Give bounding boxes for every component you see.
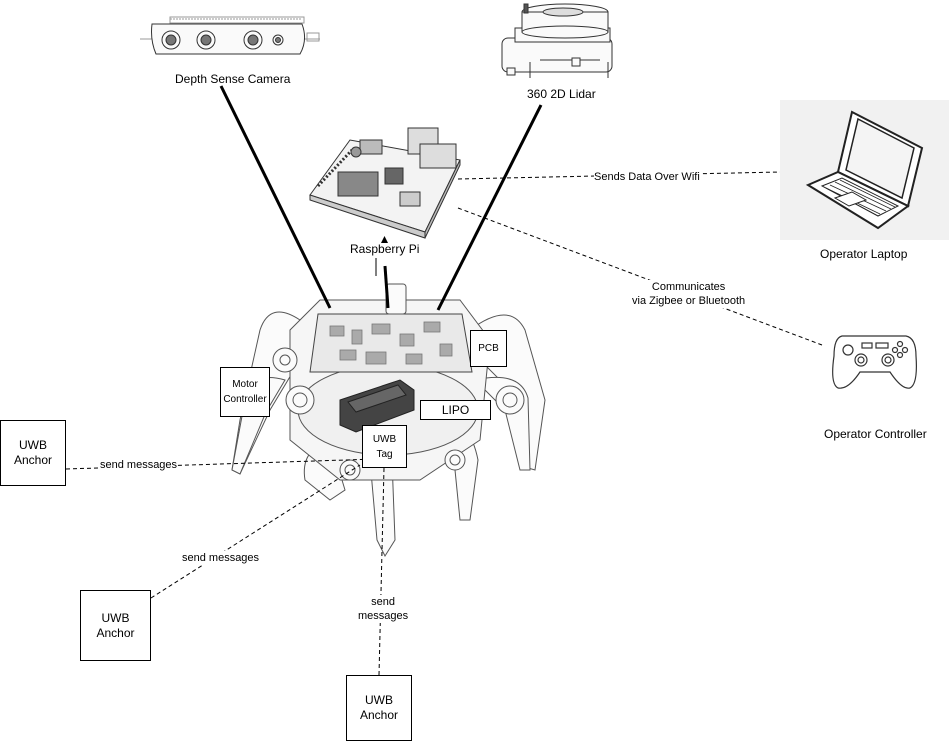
operator-controller-label: Operator Controller — [824, 427, 927, 441]
edge-camera-to-robot — [219, 85, 332, 309]
uwb-tag-box: UWB Tag — [362, 425, 407, 468]
uwb-anchor-bottom: UWB Anchor — [346, 675, 412, 741]
raspberry-pi-icon — [309, 127, 461, 239]
game-controller-icon — [832, 335, 917, 389]
uwb-tag-label-line2: Tag — [376, 448, 393, 460]
laptop-icon — [805, 110, 924, 230]
zigbee-edge-label-line1: Communicates — [651, 281, 726, 293]
lidar-label: 360 2D Lidar — [527, 87, 596, 101]
uwb-anchor-bottom-line1: UWB — [365, 693, 393, 707]
depth-camera-icon — [140, 16, 320, 55]
arrowhead-to-pi — [381, 236, 388, 243]
uwb-anchor-left-line1: UWB — [19, 438, 47, 452]
raspberry-pi-label: Raspberry Pi — [350, 242, 420, 256]
motor-controller-box: Motor Controller — [220, 367, 270, 417]
lipo-label: LIPO — [441, 402, 470, 417]
uwb-anchor-left: UWB Anchor — [0, 420, 66, 486]
motor-controller-label-line2: Controller — [223, 394, 267, 405]
lidar-icon — [501, 3, 613, 78]
anchor-bottom-edge-label: send messages — [358, 595, 409, 623]
hexapod-robot-icon — [231, 283, 546, 558]
motor-controller-label-line1: Motor — [232, 379, 258, 390]
zigbee-edge-label: Communicates via Zigbee or Bluetooth — [632, 280, 746, 308]
depth-camera-label: Depth Sense Camera — [175, 72, 291, 86]
pcb-label: PCB — [478, 343, 499, 354]
pcb-box: PCB — [470, 330, 507, 367]
zigbee-edge-label-line2: via Zigbee or Bluetooth — [632, 295, 746, 307]
edge-robot-to-pi-thick — [383, 265, 390, 309]
lipo-box: LIPO — [420, 400, 491, 420]
edge-zigbee — [457, 207, 823, 346]
operator-laptop-label: Operator Laptop — [820, 247, 908, 261]
anchor-left-edge-label: send messages — [100, 458, 178, 472]
uwb-tag-label-line1: UWB — [372, 433, 397, 445]
anchor-bottom-left-edge-label: send messages — [182, 551, 260, 565]
uwb-anchor-bottom-left-line2: Anchor — [96, 625, 135, 640]
uwb-anchor-left-line2: Anchor — [13, 453, 53, 467]
uwb-anchor-bottom-left: UWB Anchor — [80, 590, 151, 661]
edge-anchor-bottom-left — [150, 464, 361, 599]
wifi-edge-label: Sends Data Over Wifi — [594, 170, 700, 184]
anchor-bottom-edge-label-line1: send — [371, 596, 395, 608]
edge-lidar-to-robot — [436, 104, 543, 311]
anchor-bottom-edge-label-line2: messages — [358, 610, 409, 622]
uwb-anchor-bottom-left-line1: UWB — [101, 610, 130, 625]
uwb-anchor-bottom-line2: Anchor — [359, 708, 399, 722]
